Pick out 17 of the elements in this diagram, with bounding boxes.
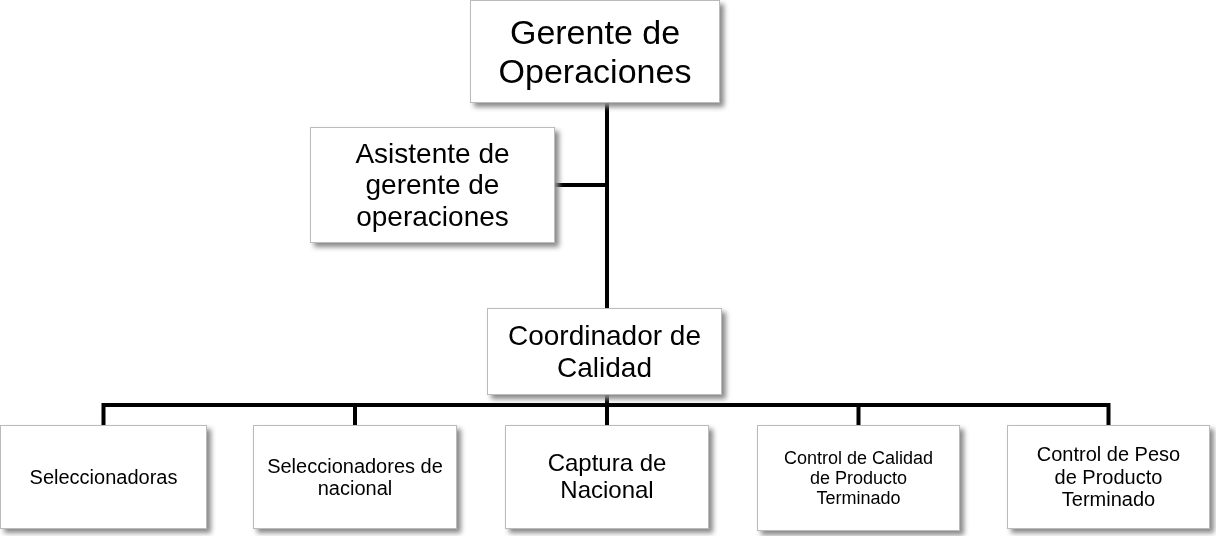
role-title: Captura de Nacional <box>546 450 668 504</box>
role-title: Gerente de Operaciones <box>497 13 693 90</box>
role-title: Seleccionadoras <box>29 465 178 489</box>
org-box <box>1007 425 1210 529</box>
org-box <box>757 425 960 531</box>
role-title: Coordinador de Calidad <box>507 320 702 383</box>
org-box <box>310 127 555 243</box>
org-box <box>0 425 207 529</box>
org-box <box>253 425 457 529</box>
role-title: Asistente de gerente de operaciones <box>354 137 511 233</box>
org-box <box>470 0 720 103</box>
role-title: Control de Calidad de Producto Terminado <box>782 447 935 509</box>
org-box <box>505 425 709 529</box>
role-title: Control de Peso de Producto Terminado <box>1035 443 1182 511</box>
connector-line <box>605 395 1111 425</box>
role-title: Seleccionadores de nacional <box>266 454 444 500</box>
org-box <box>487 308 722 395</box>
